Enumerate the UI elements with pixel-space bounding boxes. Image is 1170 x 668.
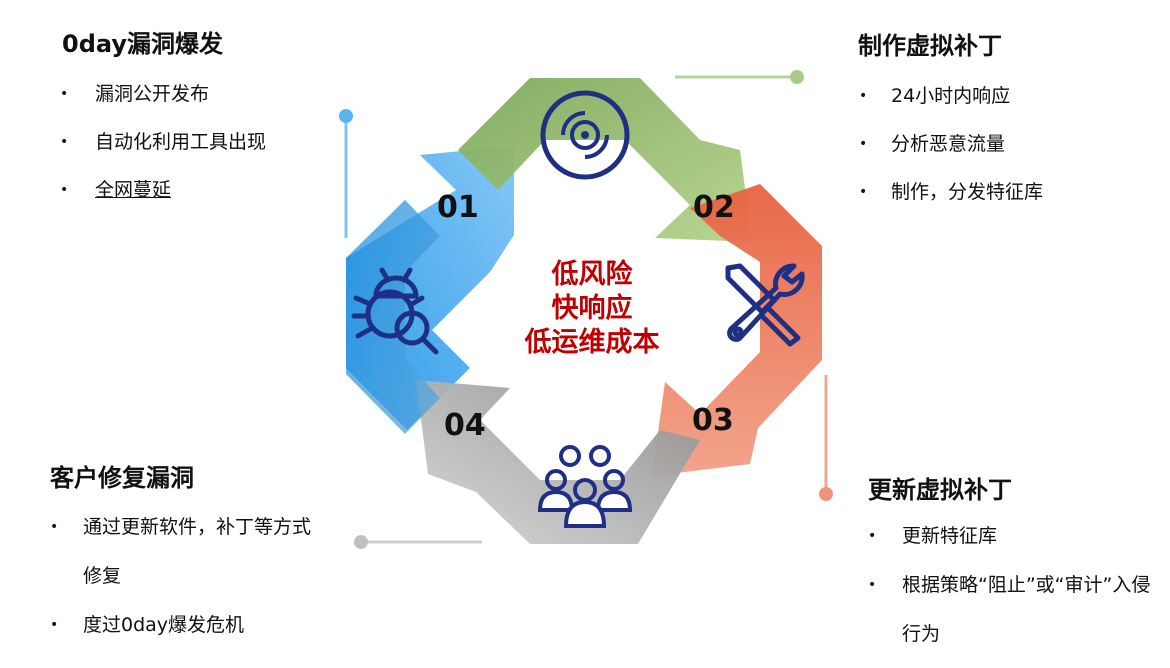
step-01-number: 01 (437, 190, 479, 225)
arrow-01-base (346, 200, 440, 434)
connector-02 (675, 70, 804, 84)
step-01-bullets: •漏洞公开发布 •自动化利用工具出现 •全网蔓延 (60, 82, 266, 226)
wrench-screwdriver-icon (725, 263, 805, 347)
disc-icon (540, 90, 630, 180)
arrow-03 (652, 184, 822, 476)
bullet-glyph: • (50, 617, 59, 633)
center-line-3: 低运维成本 (524, 327, 660, 358)
step-02-bullets: •24小时内响应 •分析恶意流量 •制作，分发特征库 (859, 84, 1043, 228)
arrow-02 (458, 78, 752, 242)
list-item: •根据策略“阻止”或“审计”入侵行为 (868, 561, 1158, 659)
list-item: •度过0day爆发危机 (50, 601, 320, 650)
bullet-glyph: • (859, 136, 868, 152)
list-item: •自动化利用工具出现 (60, 131, 267, 153)
step-02-title: 制作虚拟补丁 (858, 32, 1002, 60)
step-03-bullets: •更新特征库 •根据策略“阻止”或“审计”入侵行为 (868, 512, 1158, 659)
list-item: •24小时内响应 (859, 85, 1011, 107)
bullet-glyph: • (60, 86, 69, 102)
bullet-glyph: • (868, 528, 877, 544)
center-line-2: 快响应 (551, 293, 633, 324)
step-02-number: 02 (693, 190, 735, 225)
user-group-icon (537, 445, 633, 528)
list-item: •通过更新软件，补丁等方式修复 (50, 503, 320, 601)
connector-01 (339, 109, 353, 238)
connector-03 (819, 375, 833, 501)
bullet-glyph: • (859, 184, 868, 200)
step-03-number: 03 (692, 403, 734, 438)
bullet-glyph: • (50, 519, 59, 535)
step-03-title: 更新虚拟补丁 (868, 476, 1012, 504)
step-04-number: 04 (444, 408, 486, 443)
step-04-bullets: •通过更新软件，补丁等方式修复 •度过0day爆发危机 (50, 503, 320, 650)
list-item: •全网蔓延 (60, 179, 172, 201)
bullet-glyph: • (868, 577, 877, 593)
list-item: •更新特征库 (868, 512, 1158, 561)
connector-04 (354, 535, 482, 549)
list-item: •分析恶意流量 (859, 133, 1006, 155)
bullet-glyph: • (859, 88, 868, 104)
list-item: •漏洞公开发布 (60, 83, 210, 105)
bug-search-icon (351, 267, 439, 355)
step-01-title: 0day漏洞爆发 (62, 30, 223, 58)
center-slogan: 低风险 快响应 低运维成本 (480, 258, 704, 360)
bullet-glyph: • (60, 182, 69, 198)
bullet-glyph: • (60, 134, 69, 150)
step-04-title: 客户修复漏洞 (50, 464, 194, 492)
list-item: •制作，分发特征库 (859, 181, 1044, 203)
center-line-1: 低风险 (551, 259, 633, 290)
